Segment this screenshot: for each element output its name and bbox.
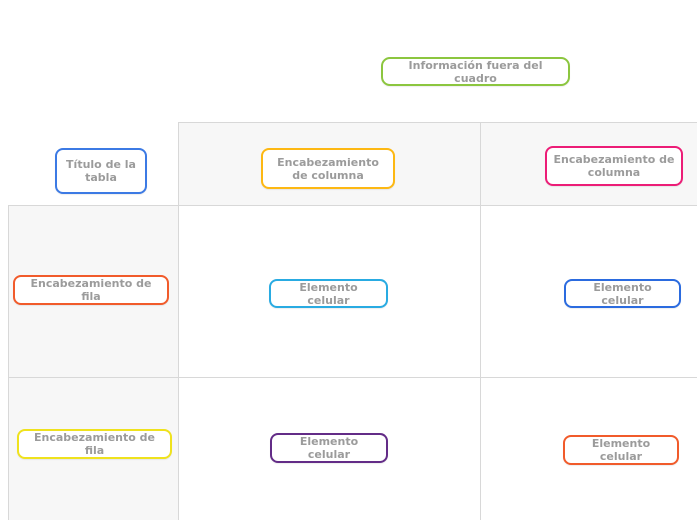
outside-info-node[interactable]: Información fuera del cuadro bbox=[381, 57, 570, 86]
cell-node-row1-col1[interactable]: Elemento celular bbox=[269, 279, 388, 308]
cell-node-row2-col1[interactable]: Elemento celular bbox=[270, 433, 388, 463]
cell-node-row2-col2[interactable]: Elemento celular bbox=[563, 435, 679, 465]
grid-line-left-edge bbox=[8, 205, 9, 520]
grid-line-after-title-column bbox=[178, 122, 179, 520]
column-header-node-2[interactable]: Encabezamiento de columna bbox=[545, 146, 683, 186]
table-title-node[interactable]: Título de la tabla bbox=[55, 148, 147, 194]
row-header-column-background bbox=[9, 205, 178, 520]
grid-line-below-headers bbox=[8, 205, 697, 206]
row-header-node-2[interactable]: Encabezamiento de fila bbox=[17, 429, 172, 459]
grid-line-top bbox=[178, 122, 697, 123]
row-header-node-1[interactable]: Encabezamiento de fila bbox=[13, 275, 169, 305]
column-header-node-1[interactable]: Encabezamiento de columna bbox=[261, 148, 395, 189]
cell-node-row1-col2[interactable]: Elemento celular bbox=[564, 279, 681, 308]
grid-line-between-columns bbox=[480, 122, 481, 520]
grid-line-between-rows bbox=[8, 377, 697, 378]
